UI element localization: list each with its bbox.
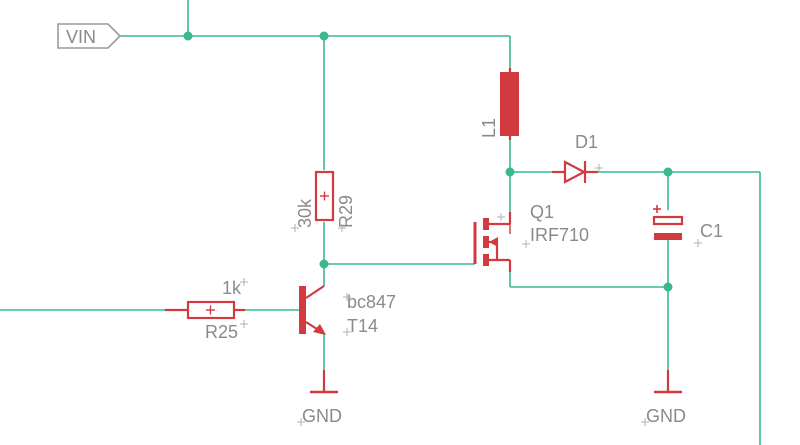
diode-d1: D1	[552, 132, 603, 184]
junction-dot	[319, 31, 329, 41]
resistor-r25: 1k R25	[165, 278, 248, 342]
mosfet-q1: Q1 IRF710	[473, 202, 589, 272]
l1-ref-label: L1	[479, 118, 499, 138]
t14-ref-label: T14	[347, 316, 378, 336]
junction-dot	[505, 167, 515, 177]
vin-net-label: VIN	[57, 23, 122, 49]
d1-ref-label: D1	[575, 132, 598, 152]
capacitor-c1: C1	[652, 205, 723, 247]
junction-dot	[183, 31, 193, 41]
ground-symbol-1: GND	[297, 370, 342, 426]
t14-value-label: bc847	[347, 292, 396, 312]
r25-value-label: 1k	[222, 278, 242, 298]
r25-ref-label: R25	[205, 322, 238, 342]
r29-value-label: 30k	[295, 198, 315, 228]
inductor-l1: L1	[479, 68, 519, 140]
q1-value-label: IRF710	[530, 225, 589, 245]
ground-symbol-2: GND	[641, 370, 686, 426]
junction-dot	[663, 282, 673, 292]
junctions	[183, 31, 673, 292]
gnd-label-2: GND	[646, 406, 686, 426]
q1-ref-label: Q1	[530, 202, 554, 222]
wires	[0, 0, 761, 445]
junction-dot	[663, 167, 673, 177]
r29-ref-label: R29	[336, 195, 356, 228]
resistor-r29: 30k R29	[291, 170, 356, 232]
c1-ref-label: C1	[700, 221, 723, 241]
transistor-t14: bc847 T14	[299, 285, 396, 336]
vin-label-text: VIN	[66, 27, 96, 47]
junction-dot	[319, 259, 329, 269]
gnd-label-1: GND	[302, 406, 342, 426]
